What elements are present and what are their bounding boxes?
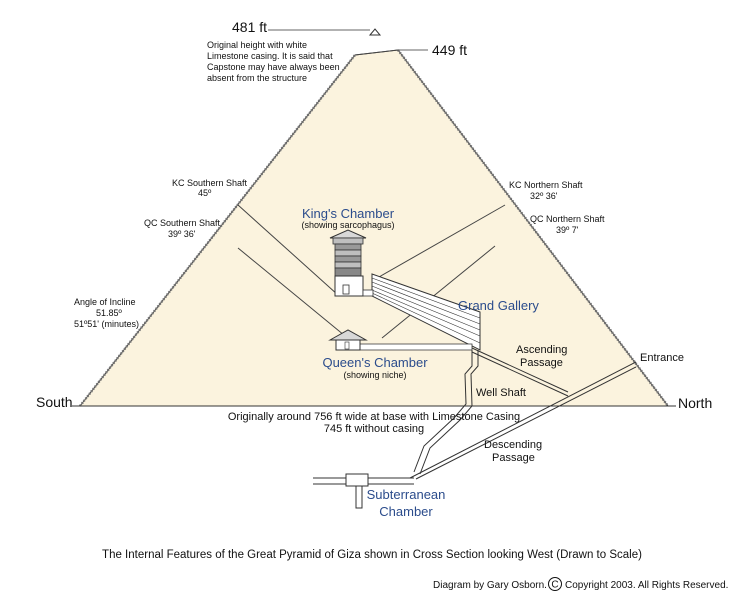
base-width-line-1: Originally around 756 ft wide at base wi… [228,411,520,423]
copyright-symbol: C [551,580,558,591]
niche [344,341,350,350]
pyramid-flat-top [354,49,399,56]
well-shaft [413,350,473,473]
horizontal-passage [359,343,473,351]
ascending-passage [471,347,569,393]
subterranean-pit [355,485,363,509]
incline-minutes: 51º51' (minutes) [74,319,139,329]
qc-southern-shaft-name: QC Southern Shaft [144,218,221,228]
subterranean-chamber-label-1: Subterranean [367,487,446,502]
grand-gallery-label: Grand Gallery [458,298,539,313]
kc-southern-shaft [237,204,339,296]
kings-chamber-shape [329,229,374,297]
descending-passage [409,361,637,479]
kc-southern-shaft-angle: 45º [198,188,212,198]
queens-chamber-label: Queen's Chamber [322,355,428,370]
kc-southern-shaft-name: KC Southern Shaft [172,178,248,188]
qc-northern-shaft-name: QC Northern Shaft [530,214,605,224]
height-note-line-4: absent from the structure [207,73,307,83]
ascending-passage-label-2: Passage [520,357,563,369]
pyramid-right-edge [397,49,669,407]
height-note-line-2: Limestone casing. It is said that [207,51,333,61]
original-height-label: 481 ft [232,19,267,35]
kc-northern-shaft-name: KC Northern Shaft [509,180,583,190]
incline-degrees: 51.85º [96,308,123,318]
subterranean-chamber-label-2: Chamber [379,504,433,519]
south-label: South [36,394,73,410]
descending-passage-label-2: Passage [492,452,535,464]
copyright-icon [548,577,562,591]
entrance-label: Entrance [640,352,684,364]
qc-northern-shaft-angle: 39º 7' [556,225,579,235]
grand-gallery [371,273,481,351]
current-height-label: 449 ft [432,42,467,58]
kings-chamber-note: (showing sarcophagus) [301,220,394,230]
kc-northern-shaft-angle: 32º 36' [530,191,558,201]
descending-passage-label-1: Descending [484,439,542,451]
subterranean-chamber-shape [345,473,369,487]
incline-title: Angle of Incline [74,297,136,307]
base-width-line-2: 745 ft without casing [324,423,424,435]
height-note-line-3: Capstone may have always been [207,62,340,72]
sarcophagus [342,284,350,295]
qc-northern-shaft [381,245,496,339]
pyramid-left-edge [79,54,356,407]
diagram-caption: The Internal Features of the Great Pyram… [102,549,642,561]
queens-chamber-shape [328,329,368,351]
kc-northern-shaft [371,204,506,282]
capstone [368,28,382,36]
height-note-line-1: Original height with white [207,40,307,50]
well-shaft-label: Well Shaft [476,387,526,399]
kings-chamber-label: King's Chamber [302,206,395,221]
qc-southern-shaft-angle: 39º 36' [168,229,196,239]
credit-prefix: Diagram by Gary Osborn. [433,580,547,591]
qc-southern-shaft [237,247,351,341]
north-label: North [678,395,712,411]
ascending-passage-label-1: Ascending [516,344,567,356]
queens-chamber-note: (showing niche) [343,370,406,380]
credit-suffix: Copyright 2003. All Rights Reserved. [565,580,728,591]
